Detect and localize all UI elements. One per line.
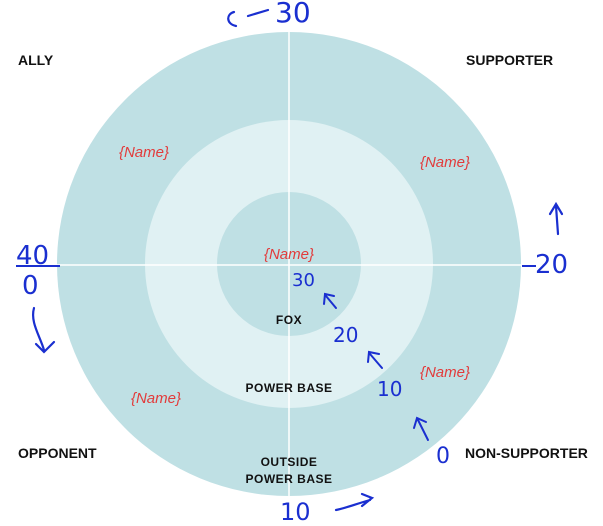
- hw-bottom-10: 10: [280, 498, 311, 526]
- hw-right-20: 20: [535, 250, 568, 280]
- zone-outside-line2: POWER BASE: [245, 472, 332, 486]
- quadrant-supporter: SUPPORTER: [466, 52, 553, 68]
- name-lower-right: {Name}: [420, 364, 470, 381]
- quadrant-ally: ALLY: [18, 52, 54, 68]
- quadrant-non-supporter: NON-SUPPORTER: [465, 445, 588, 461]
- arrow-up-icon: [413, 416, 429, 441]
- name-upper-right: {Name}: [420, 154, 470, 171]
- arrow-left-icon: [227, 8, 270, 28]
- hw-left-0: 0: [22, 271, 39, 301]
- arrow-up-icon: [367, 350, 383, 369]
- name-lower-left: {Name}: [131, 390, 181, 407]
- hw-top-30: 30: [275, 0, 311, 29]
- handwritten-annotations: 30 40 0 20 10 30 20 10 0: [16, 0, 568, 526]
- hw-scale-30: 30: [292, 270, 315, 291]
- hw-scale-10: 10: [377, 377, 402, 401]
- quadrant-opponent: OPPONENT: [18, 445, 97, 461]
- hw-scale-0: 0: [436, 444, 450, 469]
- zone-outside-line1: OUTSIDE: [261, 455, 318, 469]
- arrow-down-icon: [32, 306, 56, 354]
- hw-scale-20: 20: [333, 323, 358, 347]
- name-upper-left: {Name}: [119, 144, 169, 161]
- arrow-right-icon: [334, 492, 375, 512]
- arrow-up-icon: [548, 201, 564, 236]
- zone-power-base: POWER BASE: [245, 381, 332, 395]
- name-center: {Name}: [264, 246, 314, 263]
- arrow-up-icon: [323, 292, 337, 309]
- zone-fox: FOX: [276, 313, 302, 327]
